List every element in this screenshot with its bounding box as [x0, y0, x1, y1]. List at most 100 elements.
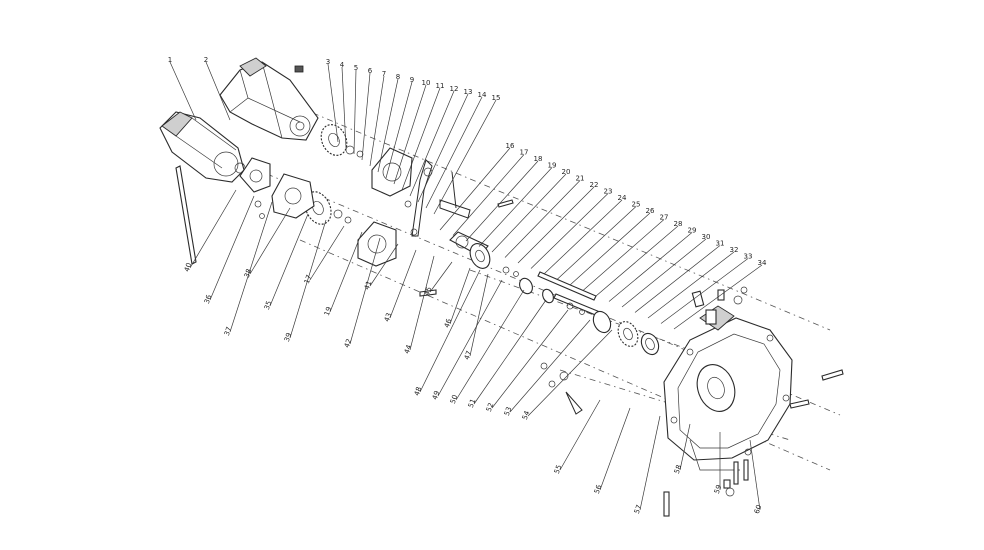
leader-line [349, 237, 381, 345]
lower-right-label: 58 [673, 464, 684, 475]
leader-line [595, 225, 679, 297]
middle-row-label: 22 [590, 181, 599, 189]
bell-housing [663, 305, 793, 471]
middle-row-label: 17 [520, 149, 529, 157]
lower-left-label: 41 [363, 280, 374, 291]
leader-line [582, 219, 665, 291]
leader-line [608, 232, 693, 302]
leader-line [409, 90, 455, 197]
leader-line [269, 213, 309, 307]
lower-right-label: 59 [713, 484, 724, 495]
leader-line [429, 261, 453, 293]
lower-left-label: 35 [263, 300, 274, 311]
top-row-label: 5 [354, 64, 358, 72]
middle-row-label: 29 [688, 227, 697, 235]
upper-motor-housing [219, 57, 319, 141]
leader-line [469, 273, 489, 357]
leader-line [452, 154, 525, 236]
leader-line [329, 231, 363, 313]
leader-line [491, 173, 567, 253]
leader-line [559, 399, 601, 471]
lower-right-label: 53 [503, 406, 514, 417]
lower-left-label: 47 [463, 350, 474, 361]
input-shaft [449, 231, 601, 317]
leader-line [401, 87, 441, 191]
middle-row-label: 24 [618, 194, 627, 202]
top-row-label: 8 [396, 73, 400, 81]
lower-left-label: 44 [403, 343, 414, 355]
middle-row-label: 26 [646, 207, 655, 215]
leader-line [527, 329, 613, 417]
lower-left-label: 42 [343, 338, 354, 349]
leader-line [189, 189, 237, 269]
middle-row-label: 34 [758, 259, 767, 267]
leader-line [289, 219, 327, 339]
middle-row-label: 16 [506, 142, 515, 150]
middle-row-label: 27 [660, 214, 669, 222]
leader-line [599, 407, 631, 491]
middle-row-label: 30 [702, 233, 711, 241]
leader-line [673, 264, 763, 330]
leader-line [377, 78, 399, 173]
leader-line [439, 147, 511, 231]
leader-line [309, 225, 345, 281]
middle-row-label: 25 [632, 201, 641, 209]
leader-lines [169, 61, 763, 511]
top-row-label: 2 [204, 56, 208, 64]
leader-line [369, 75, 385, 167]
leader-line [517, 186, 595, 264]
leader-line [433, 99, 497, 215]
lower-left-label: 46 [443, 317, 454, 329]
top-row-label: 11 [436, 82, 445, 90]
lower-motor-body [159, 111, 246, 183]
leader-line [327, 63, 339, 143]
leader-line [353, 69, 357, 155]
leader-line [455, 289, 525, 401]
leader-line [209, 195, 255, 301]
leader-line [417, 93, 469, 203]
leader-line [556, 206, 637, 280]
lower-left-label: 19 [323, 306, 334, 317]
leader-line [425, 96, 483, 209]
leader-line [473, 299, 547, 405]
leader-line [205, 61, 231, 121]
leader-line [478, 167, 553, 247]
leader-line [679, 423, 691, 471]
leader-line [229, 201, 273, 333]
lower-right-label: 60 [753, 504, 764, 515]
top-row-label: 12 [450, 85, 459, 93]
leader-line [543, 199, 623, 275]
flange-plate [271, 173, 315, 219]
top-row-label: 3 [326, 58, 330, 66]
lower-right-label: 54 [521, 409, 532, 421]
top-row-label: 13 [464, 88, 473, 96]
middle-row-label: 18 [534, 155, 543, 163]
top-row-label: 14 [478, 91, 487, 99]
lower-left-label: 36 [203, 293, 214, 305]
middle-row-label: 28 [674, 220, 683, 228]
leader-line [504, 180, 581, 258]
leader-line [647, 251, 735, 319]
middle-row-label: 31 [716, 240, 725, 248]
lower-right-label: 55 [553, 464, 564, 475]
middle-row-label: 32 [730, 246, 739, 254]
lower-right-label: 50 [449, 394, 460, 405]
middle-row-label: 23 [604, 188, 613, 196]
leader-line [509, 319, 591, 413]
lower-right-label: 57 [633, 504, 644, 515]
leader-line [621, 238, 707, 308]
top-row-label: 1 [168, 56, 172, 64]
leader-line [491, 309, 569, 409]
top-row-label: 6 [368, 67, 373, 75]
leader-line [361, 72, 371, 161]
lower-left-label: 39 [283, 332, 294, 343]
lower-right-label: 52 [485, 402, 496, 413]
upper-gear [320, 124, 348, 156]
lower-left-label: 37 [223, 326, 234, 337]
leader-line [341, 66, 347, 149]
lower-left-label: 43 [383, 312, 394, 323]
bearing-stack [469, 243, 660, 356]
